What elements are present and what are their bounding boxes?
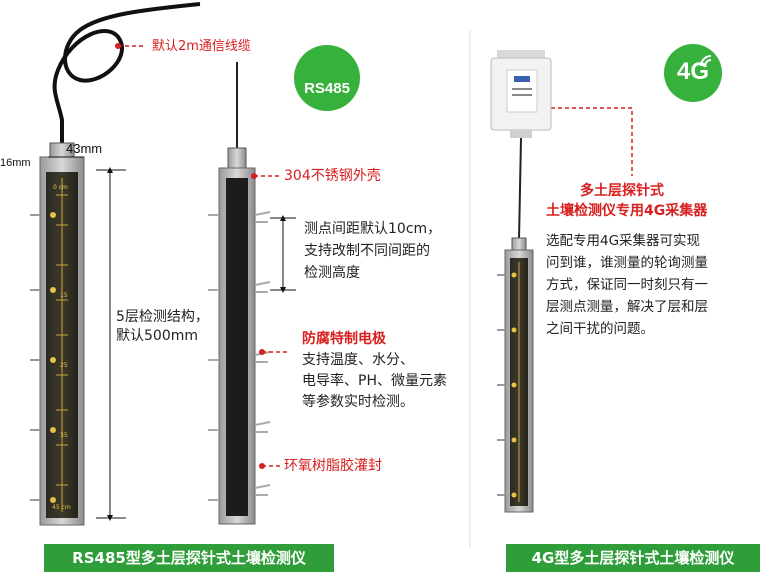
width-dimension: 43mm — [66, 141, 103, 156]
probe-mark-0: 0 cm — [53, 184, 68, 191]
probe-mark-45: 45 cm — [52, 504, 71, 511]
probe-mark-15: 15 — [60, 292, 68, 299]
right-probe — [497, 249, 534, 513]
structure-label-1: 5层检测结构， — [116, 309, 209, 325]
collector-cable — [518, 137, 522, 241]
collector-line-4: 层测点测量，解决了层和层 — [546, 299, 708, 315]
rs485-badge — [294, 45, 360, 111]
cable-label: 默认2m通信线缆 — [152, 39, 251, 54]
spacing-label-1: 测点间距默认10cm， — [304, 221, 442, 237]
shell-label: 304不锈钢外壳 — [284, 168, 381, 184]
probe-mark-25: 25 — [60, 362, 68, 369]
structure-label-2: 默认500mm — [116, 328, 198, 344]
collector-line-3: 方式，保证同一时刻只有一 — [546, 277, 708, 293]
coiled-cable — [52, 2, 201, 150]
collector-title-2: 土壤检测仪专用4G采集器 — [546, 203, 708, 219]
caption-4g: 4G型多土层探针式土壤检测仪 — [506, 544, 760, 572]
electrode-line-1: 支持温度、水分、 — [302, 352, 414, 368]
collector-title-1: 多土层探针式 — [580, 183, 664, 199]
electrode-title: 防腐特制电极 — [302, 331, 386, 347]
probe-mark-35: 35 — [60, 432, 68, 439]
spacing-label-2: 支持改制不同间距的 — [304, 243, 430, 259]
4g-badge — [664, 44, 722, 102]
seal-label: 环氧树脂胶灌封 — [284, 458, 382, 474]
depth-dimension: 16mm — [0, 157, 31, 169]
4g-badge-label: 4G — [676, 58, 709, 85]
4g-collector-box — [490, 50, 552, 138]
left-probe — [30, 156, 85, 526]
rs485-badge-label: RS485 — [304, 80, 350, 97]
collector-line-2: 问到谁，谁测量的轮询测量 — [546, 255, 708, 271]
signal-icon — [700, 55, 712, 67]
caption-rs485: RS485型多土层探针式土壤检测仪 — [44, 544, 334, 572]
middle-probe — [208, 167, 271, 525]
collector-line-5: 之间干扰的问题。 — [546, 321, 654, 337]
electrode-line-3: 等参数实时检测。 — [302, 394, 414, 410]
collector-line-1: 选配专用4G采集器可实现 — [546, 233, 701, 249]
electrode-line-2: 电导率、PH、微量元素 — [302, 373, 447, 389]
spacing-label-3: 检测高度 — [304, 265, 360, 281]
